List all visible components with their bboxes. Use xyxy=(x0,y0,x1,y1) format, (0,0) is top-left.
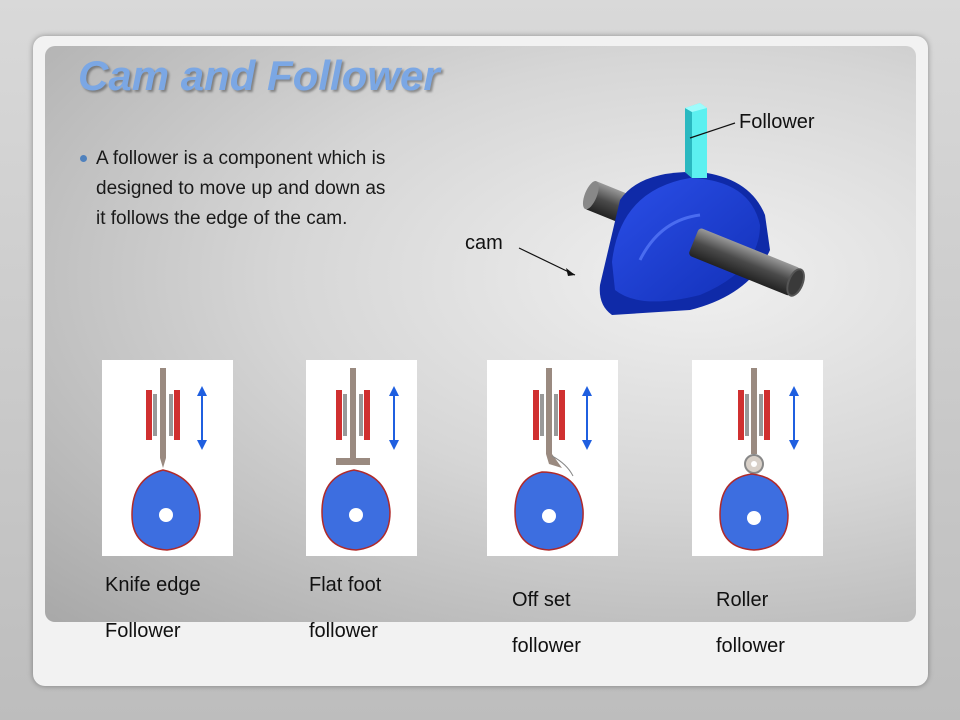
caption-knife-edge: Knife edge Follower xyxy=(105,573,201,643)
caption-roller: Roller follower xyxy=(716,588,785,658)
cam-3d-body xyxy=(599,171,770,315)
offset-follower-image xyxy=(487,360,618,556)
knife-edge-follower-icon xyxy=(131,368,207,551)
caption-line1: Off set xyxy=(512,589,571,611)
cam-leader-line xyxy=(518,247,576,276)
bullet-dot xyxy=(80,155,87,162)
bullet-text: A follower is a component which is desig… xyxy=(96,148,386,229)
slide-title: Cam and Follower xyxy=(78,52,440,99)
caption-flat-foot: Flat foot follower xyxy=(309,573,381,643)
caption-line1: Roller xyxy=(716,589,769,611)
flat-foot-follower-image xyxy=(306,360,417,556)
offset-follower-icon xyxy=(514,368,592,551)
caption-line2: follower xyxy=(512,635,581,657)
follower-leader-line xyxy=(689,122,736,139)
roller-follower-icon xyxy=(719,368,799,551)
flat-foot-follower-icon xyxy=(321,368,399,551)
caption-line1: Knife edge xyxy=(105,574,201,596)
caption-offset: Off set follower xyxy=(512,588,581,658)
caption-line2: Follower xyxy=(105,620,181,642)
caption-line2: follower xyxy=(309,620,378,642)
roller-follower-image xyxy=(692,360,823,556)
follower-label: Follower xyxy=(739,111,815,133)
follower-rod xyxy=(685,103,707,178)
knife-edge-follower-image xyxy=(102,360,233,556)
shaft-front xyxy=(689,228,805,297)
cam-label: cam xyxy=(465,232,503,254)
caption-line2: follower xyxy=(716,635,785,657)
caption-line1: Flat foot xyxy=(309,574,382,596)
